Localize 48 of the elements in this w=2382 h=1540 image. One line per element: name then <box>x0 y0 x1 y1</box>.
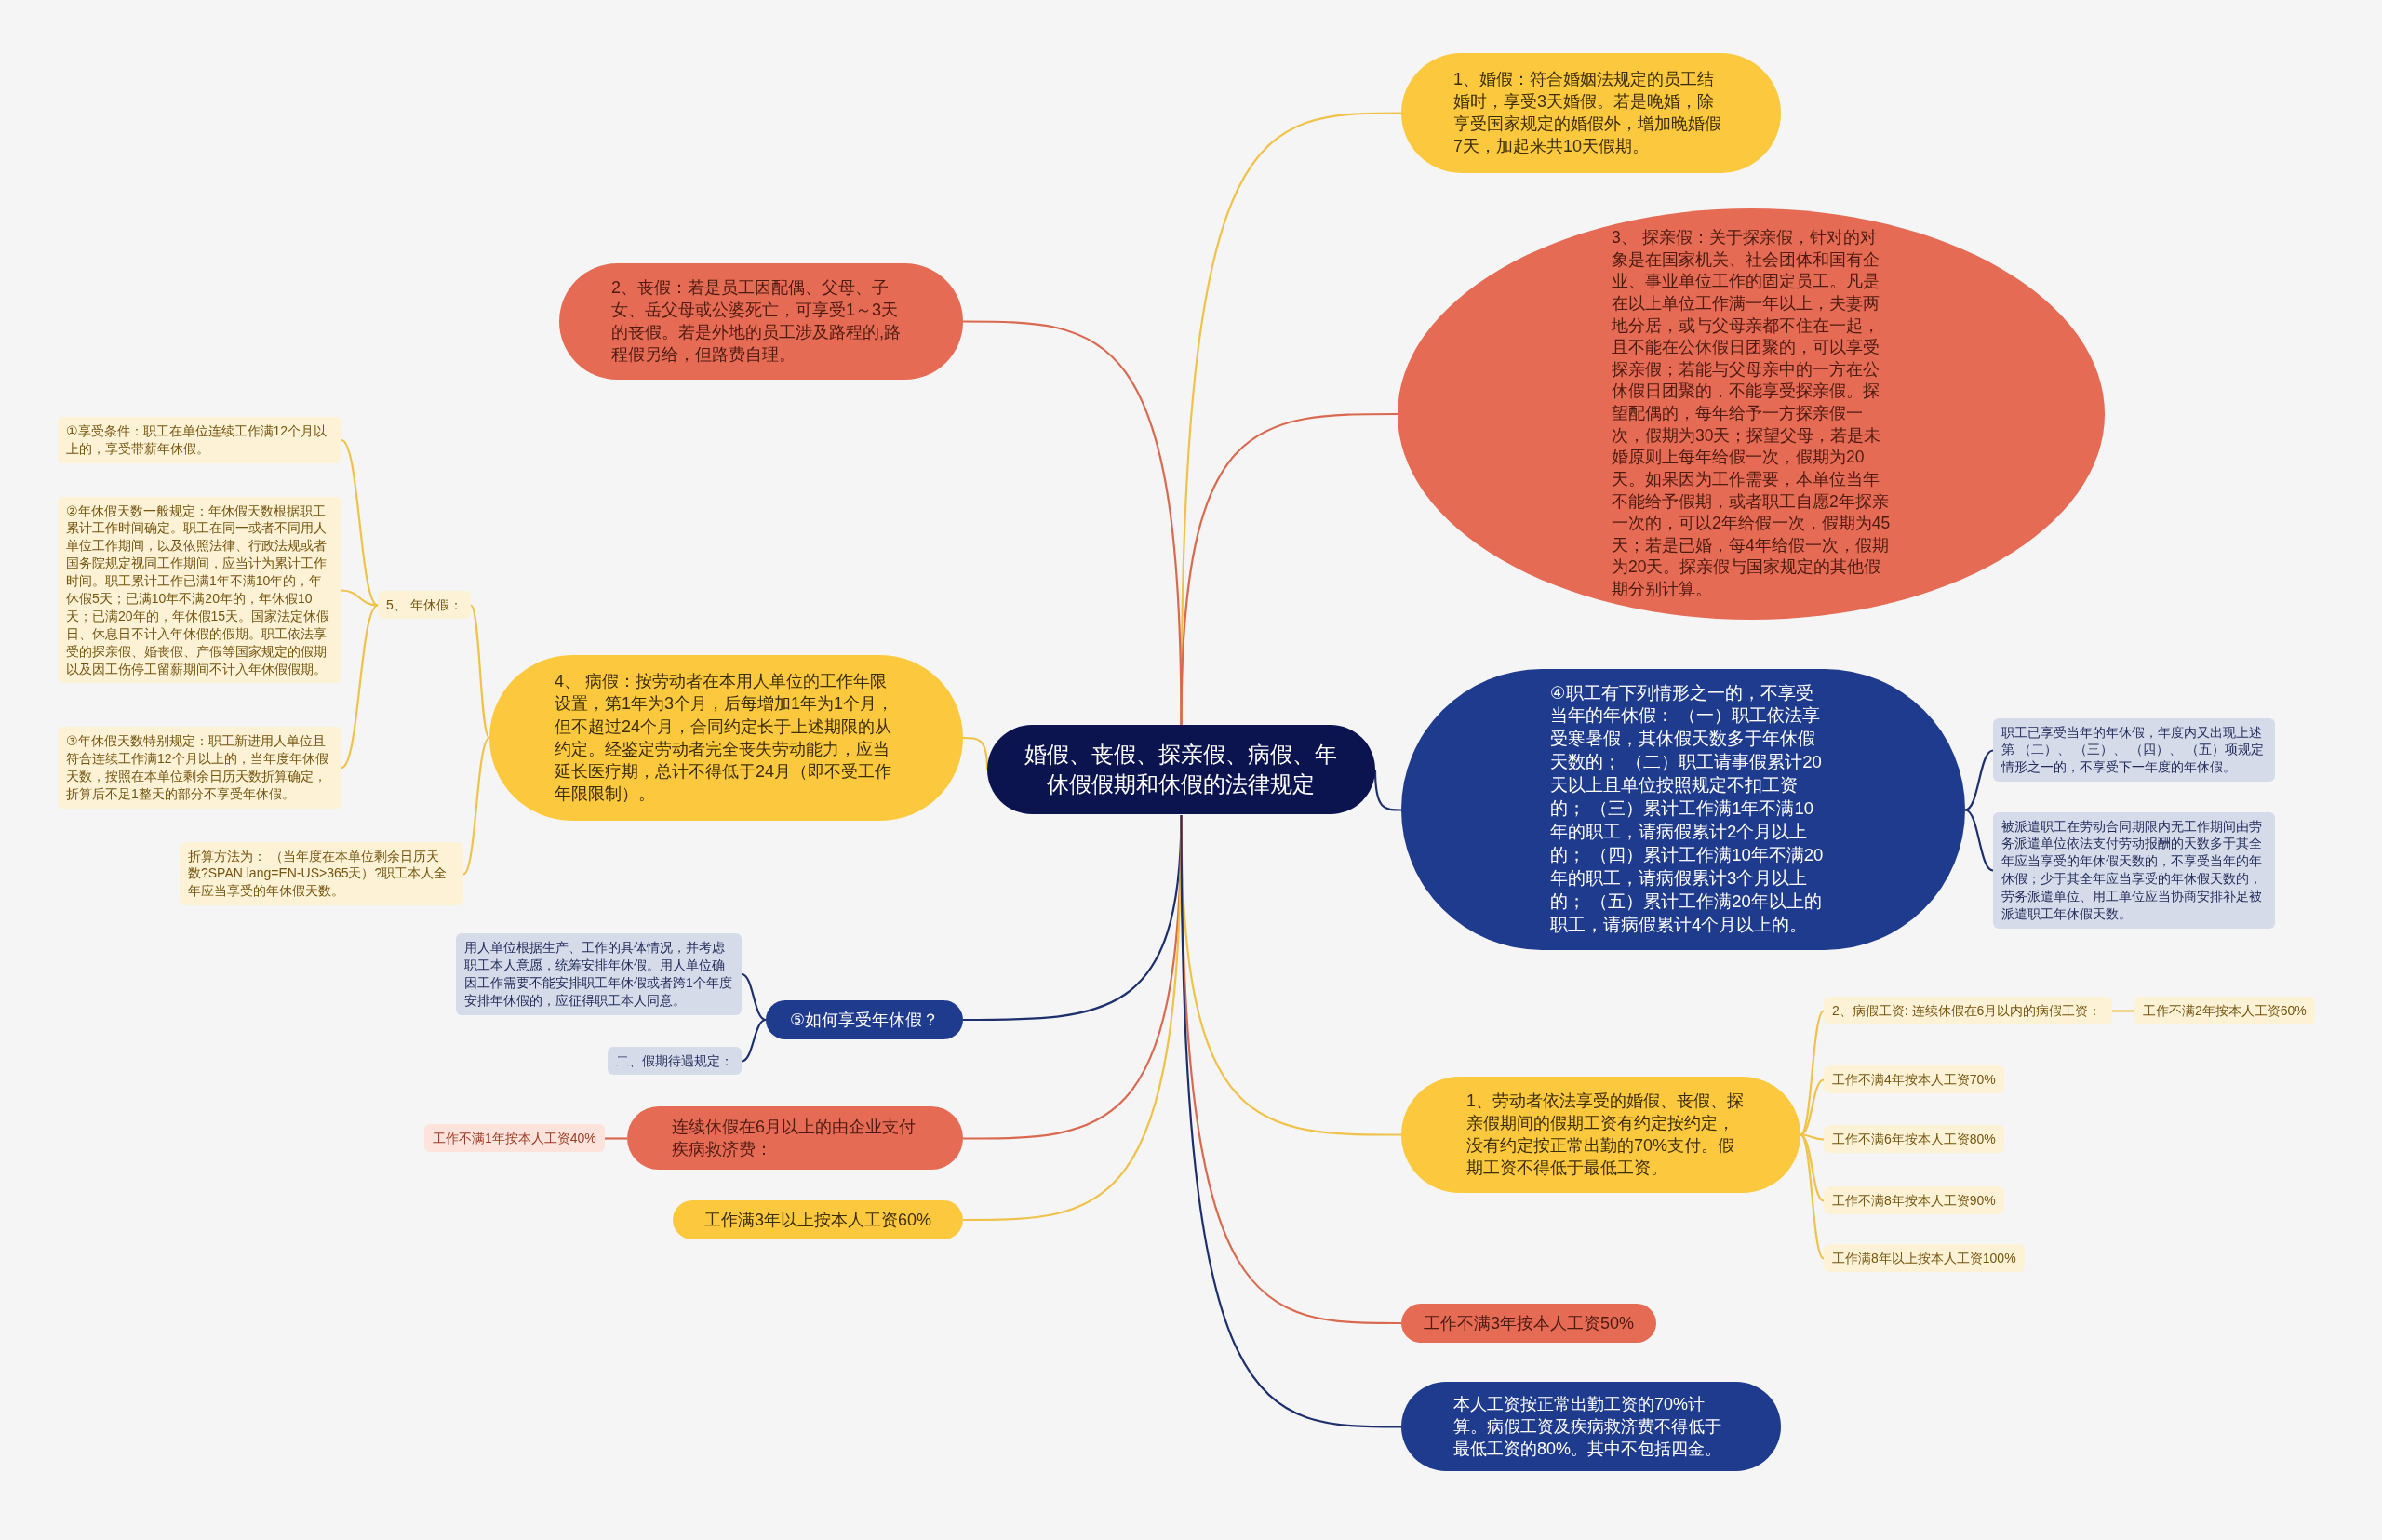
topic-bubble: 3、 探亲假：关于探亲假，针对的对象是在国家机关、社会团体和国有企业、事业单位工作的固定员工。凡是在以上单位工作满一年以上，夫妻两地分居，或与父母亲都不住在一起，且不能在公休假日团聚的，可以享受探亲假；若能与父母亲中的一方在公休假日团聚的，不能享受探亲假。探望配偶的，每年给予一方探亲假一次，假期为30天；探望父母，若是未婚原则上每年给假一次，假期为20天。如果因为工作需要，本单位当年不能给予假期，或者职工自愿2年探亲一次的，可以2年给假一次，假期为45天；若是已婚，每4年给假一次，假期为20天。探亲假与国家规定的其他假期分别计算。 <box>1398 208 2105 620</box>
connector-line <box>1800 1133 1825 1202</box>
connector-line <box>1180 815 1401 1428</box>
note-card: 工作不满1年按本人工资40% <box>424 1123 605 1153</box>
topic-bubble: 4、 病假：按劳动者在本用人单位的工作年限设置，第1年为3个月，后每增加1年为1个月，但不超过24个月，合同约定长于上述期限的从约定。经鉴定劳动者完全丧失劳动能力，应当延长医疗期，总计不得低于24月（即不受工作年限限制）。 <box>489 655 963 821</box>
note-card: 折算方法为： （当年度在本单位剩余日历天数?SPAN lang=EN-US>365天）?职工本人全年应当享受的年休假天数。 <box>180 841 463 906</box>
note-card: ③年休假天数特别规定：职工新进用人单位且符合连续工作满12个月以上的，当年度年休假天数，按照在本单位剩余日历天数折算确定，折算后不足1整天的部分不享受年休假。 <box>58 727 341 809</box>
connector-line <box>470 604 490 739</box>
note-card: 工作不满2年按本人工资60% <box>2134 996 2315 1025</box>
note-card: 被派遣职工在劳动合同期限内无工作期间由劳务派遣单位依法支付劳动报酬的天数多于其全年应当享受的年休假天数的，不享受当年的年休假；少于其全年应当享受的年休假天数的，劳务派遣单位、用工单位应当协商安排补足被派遣职工年休假天数。 <box>1993 811 2275 929</box>
topic-bubble: 本人工资按正常出勤工资的70%计算。病假工资及疾病救济费不得低于最低工资的80%。其中不包括四金。 <box>1401 1381 1781 1472</box>
topic-bubble: 工作满3年以上按本人工资60% <box>673 1200 964 1240</box>
topic-bubble: 工作不满3年按本人工资50% <box>1401 1304 1657 1344</box>
connector-line <box>741 972 767 1022</box>
topic-bubble: 连续休假在6月以上的由企业支付疾病救济费： <box>627 1105 963 1171</box>
note-card: 工作不满8年按本人工资90% <box>1824 1185 2004 1215</box>
connector-line <box>1800 1133 1825 1141</box>
connector-line <box>1964 749 1994 811</box>
note-card: 2、病假工资: 连续休假在6月以内的病假工资： <box>1824 996 2112 1025</box>
topic-bubble: ⑤如何享受年休假？ <box>766 1000 964 1040</box>
connector-line <box>1800 1133 1825 1260</box>
topic-bubble: 1、婚假：符合婚姻法规定的员工结婚时，享受3天婚假。若是晚婚，除享受国家规定的婚假外，增加晚婚假7天，加起来共10天假期。 <box>1401 52 1781 173</box>
topic-bubble: 1、劳动者依法享受的婚假、丧假、探亲假期间的假期工资有约定按约定，没有约定按正常出勤的70%支付。假期工资不得低于最低工资。 <box>1401 1076 1800 1193</box>
note-card: 工作不满6年按本人工资80% <box>1824 1124 2004 1154</box>
note-card: ①享受条件：职工在单位连续工作满12个月以上的，享受带薪年休假。 <box>58 417 341 463</box>
connector-line <box>462 737 490 876</box>
note-card: 工作满8年以上按本人工资100% <box>1824 1243 2025 1273</box>
note-card: 职工已享受当年的年休假，年度内又出现上述第 （二）、 （三）、 （四）、 （五）项规定情形之一的，不享受下一年度的年休假。 <box>1993 717 2275 783</box>
note-card: 二、假期待遇规定： <box>608 1046 742 1076</box>
connector-line <box>1180 412 1398 726</box>
connector-line <box>341 439 379 607</box>
connector-line <box>1964 809 1994 872</box>
topic-bubble: ④职工有下列情形之一的，不享受当年的年休假： （一）职工依法享受寒暑假，其休假天数多于年休假天数的； （二）职工请事假累计20天以上且单位按照规定不扣工资的； （三）累计工作满1年不满10年的职工，请病假累计2个月以上的； （四）累计工作满10年不满20年的职工，请病假累计3个月以上的； （五）累计工作满20年以上的职工，请病假累计4个月以上的。 <box>1401 668 1965 951</box>
central-topic: 婚假、丧假、探亲假、病假、年休假假期和休假的法律规定 <box>986 724 1375 815</box>
note-card: 用人单位根据生产、工作的具体情况，并考虑职工本人意愿，统筹安排年休假。用人单位确因工作需要不能安排职工年休假或者跨1个年度安排年休假的，应征得职工本人同意。 <box>456 933 742 1015</box>
topic-bubble: 2、丧假：若是员工因配偶、父母、子女、岳父母或公婆死亡，可享受1～3天的丧假。若是外地的员工涉及路程的,路程假另给，但路费自理。 <box>559 262 963 380</box>
connector-line <box>963 736 989 770</box>
note-card: 5、 年休假： <box>378 590 471 620</box>
connector-line <box>341 604 379 769</box>
note-card: 工作不满4年按本人工资70% <box>1824 1065 2004 1094</box>
connector-line <box>2112 1010 2134 1012</box>
connector-line <box>1800 1078 1825 1136</box>
note-card: ②年休假天数一般规定：年休假天数根据职工累计工作时间确定。职工在同一或者不同用人单位工作期间，以及依照法律、行政法规或者国务院规定视同工作期间，应当计为累计工作时间。职工累计工作已满1年不满10年的，年休假5天；已满10年不满20年的，年休假10天；已满20年的，年休假15天。国家法定休假日、休息日不计入年休假的假期。职工依法享受的探亲假、婚丧假、产假等国家规定的假期以及因工伤停工留薪期间不计入年休假假期。 <box>58 496 341 684</box>
connector-line <box>341 589 379 607</box>
connector-line <box>605 1137 627 1140</box>
connector-line <box>1800 1010 1825 1136</box>
connector-line <box>1373 770 1401 811</box>
connector-line <box>741 1018 767 1063</box>
